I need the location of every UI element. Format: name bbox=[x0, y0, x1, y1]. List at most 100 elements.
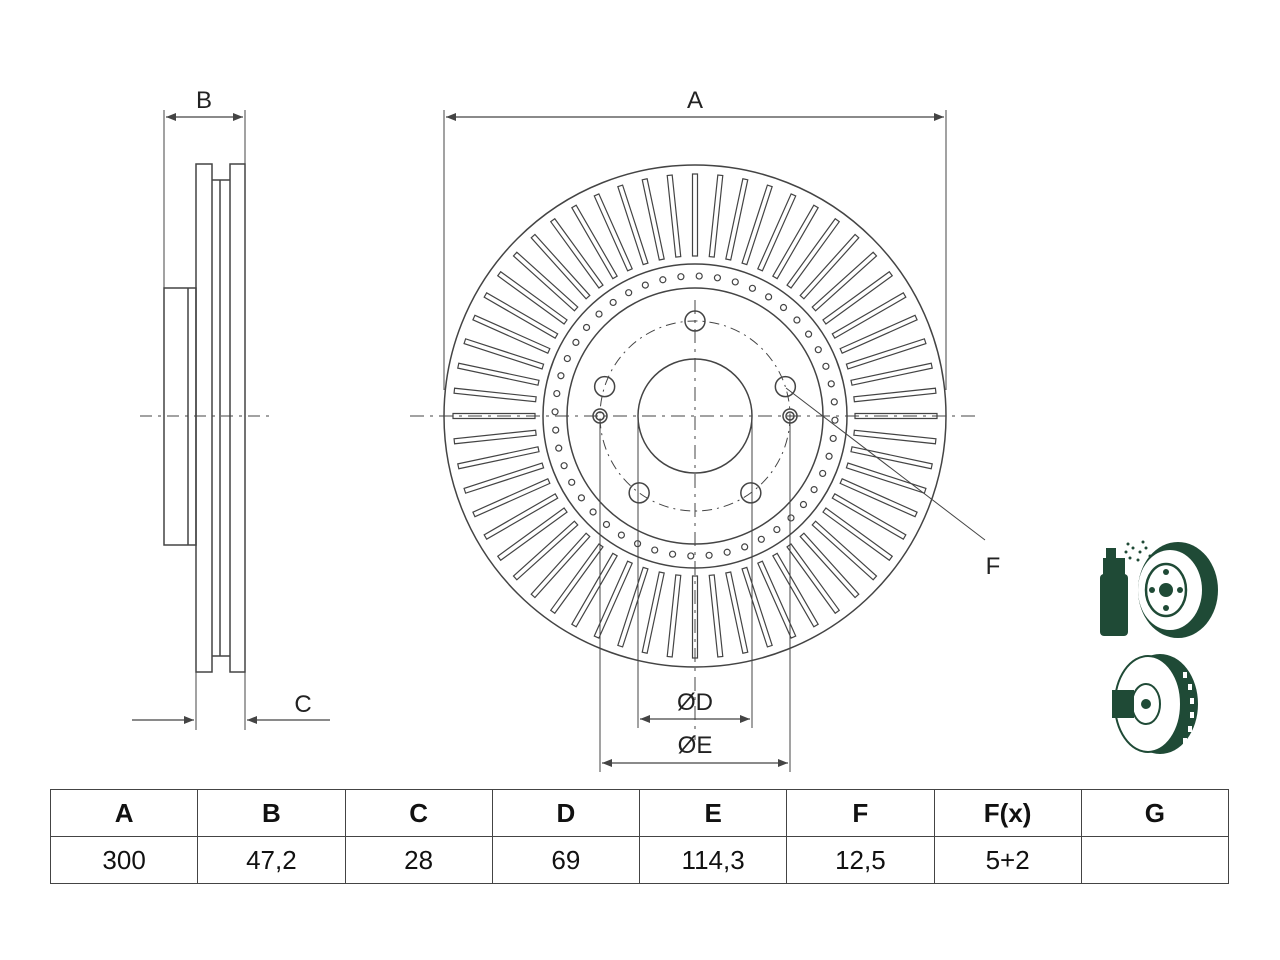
ring-hole bbox=[825, 452, 833, 460]
ring-hole bbox=[568, 478, 576, 486]
spray-coating-icon bbox=[1100, 540, 1218, 638]
cooling-vane bbox=[799, 532, 860, 599]
ring-hole bbox=[589, 508, 597, 516]
cooling-vane bbox=[472, 478, 551, 518]
ring-hole bbox=[793, 316, 801, 324]
cooling-vane bbox=[772, 204, 819, 280]
ring-hole bbox=[723, 548, 731, 556]
vented-disc-icon bbox=[1112, 654, 1198, 754]
cooling-vane bbox=[772, 552, 819, 628]
cooling-vane bbox=[845, 462, 927, 494]
wheel-bolt-hole bbox=[774, 375, 797, 398]
cooling-vane bbox=[571, 552, 618, 628]
header-cell: G bbox=[1080, 789, 1230, 837]
cooling-vane bbox=[457, 362, 540, 386]
ring-hole bbox=[625, 289, 633, 297]
ring-hole bbox=[713, 274, 722, 282]
value-cell: 69 bbox=[491, 836, 641, 884]
cooling-vane bbox=[854, 412, 938, 420]
specification-table: A B C D E F F(x) G 300 47,2 28 69 114,3 … bbox=[49, 789, 1230, 884]
wheel-bolt-hole bbox=[740, 482, 762, 504]
cooling-vane bbox=[811, 520, 878, 581]
header-cell: E bbox=[638, 789, 788, 837]
cooling-vane bbox=[708, 174, 724, 258]
cooling-vane bbox=[666, 174, 682, 258]
ring-hole bbox=[810, 486, 818, 494]
ring-hole bbox=[609, 298, 617, 307]
value-cell: 114,3 bbox=[638, 836, 788, 884]
cooling-vane bbox=[512, 520, 579, 581]
cooling-vane bbox=[831, 292, 907, 339]
ring-hole bbox=[555, 444, 563, 452]
header-cell: F bbox=[786, 789, 935, 837]
ring-hole bbox=[748, 284, 757, 292]
cooling-vane bbox=[496, 270, 568, 325]
header-cell: C bbox=[344, 789, 493, 837]
dimension-label-c: C bbox=[294, 691, 311, 718]
value-cell: 47,2 bbox=[197, 836, 346, 884]
cooling-vane bbox=[472, 314, 551, 354]
ring-hole bbox=[829, 434, 837, 443]
cooling-vane bbox=[457, 446, 540, 470]
value-cell: 12,5 bbox=[786, 836, 935, 884]
cooling-vane bbox=[741, 184, 773, 266]
cooling-vane bbox=[530, 233, 591, 300]
cooling-vane bbox=[549, 217, 604, 289]
value-cell bbox=[1080, 836, 1230, 884]
ring-hole bbox=[741, 543, 749, 551]
cooling-vane bbox=[463, 462, 545, 494]
cooling-vane bbox=[741, 566, 773, 648]
ring-hole bbox=[773, 525, 781, 534]
cooling-vane bbox=[483, 493, 559, 540]
value-cell: 300 bbox=[49, 836, 199, 884]
cooling-vane bbox=[617, 566, 649, 648]
ring-hole bbox=[582, 323, 591, 332]
ring-hole bbox=[804, 330, 813, 338]
dimension-label-b: B bbox=[196, 87, 212, 114]
cooling-vane bbox=[845, 338, 927, 370]
cooling-vane bbox=[641, 178, 665, 261]
ring-hole bbox=[617, 531, 625, 539]
inner-ring-holes bbox=[551, 272, 839, 560]
cooling-vane bbox=[786, 543, 841, 615]
dimension-label-f: F bbox=[986, 553, 1001, 580]
ring-hole bbox=[651, 546, 659, 554]
cooling-vane bbox=[831, 493, 907, 540]
cooling-vane bbox=[512, 251, 579, 312]
brake-disc-technical-drawing: B C A ØD ØE F bbox=[132, 87, 1218, 772]
ring-hole bbox=[553, 389, 561, 398]
cooling-vane bbox=[549, 543, 604, 615]
ring-hole bbox=[827, 380, 835, 388]
header-cell: F(x) bbox=[933, 789, 1082, 837]
cooling-vane bbox=[839, 478, 918, 518]
cooling-vane bbox=[822, 270, 894, 325]
cooling-vane bbox=[691, 173, 699, 257]
cooling-vane bbox=[725, 178, 749, 261]
side-view bbox=[132, 110, 330, 730]
cooling-vane bbox=[786, 217, 841, 289]
cooling-vane bbox=[496, 507, 568, 562]
cooling-vane bbox=[839, 314, 918, 354]
cooling-vane bbox=[571, 204, 618, 280]
wheel-bolt-hole bbox=[593, 375, 616, 398]
ring-hole bbox=[705, 551, 713, 559]
ring-hole bbox=[799, 500, 808, 509]
value-cell: 28 bbox=[344, 836, 493, 884]
ring-hole bbox=[641, 281, 649, 289]
cooling-vane bbox=[853, 429, 937, 445]
cooling-vane bbox=[725, 571, 749, 654]
ring-hole bbox=[819, 469, 827, 478]
cooling-vane bbox=[530, 532, 591, 599]
cooling-vane bbox=[853, 387, 937, 403]
ring-hole bbox=[552, 426, 560, 434]
front-view bbox=[410, 110, 986, 772]
cooling-vane bbox=[757, 193, 797, 272]
wheel-bolt-hole bbox=[628, 482, 650, 504]
ring-hole bbox=[695, 272, 703, 280]
ring-hole bbox=[731, 278, 739, 286]
header-cell: A bbox=[49, 789, 199, 837]
ring-hole bbox=[572, 338, 580, 346]
cooling-vane bbox=[463, 338, 545, 370]
cooling-vane bbox=[666, 574, 682, 658]
dimension-label-d: ØD bbox=[677, 689, 713, 716]
